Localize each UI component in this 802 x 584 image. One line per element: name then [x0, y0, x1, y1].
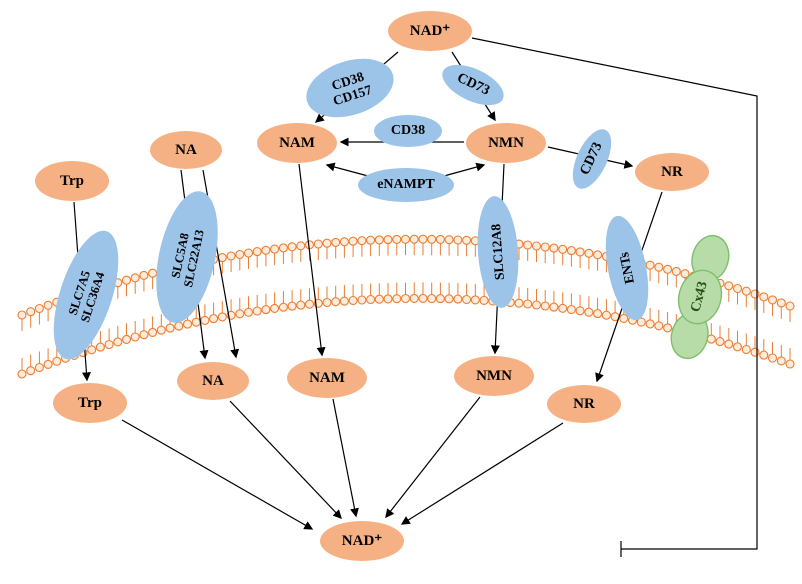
node-na-intracellular: NA: [177, 362, 249, 400]
node-label: NAD⁺: [341, 532, 383, 549]
arrow-nam-to-nad: [332, 398, 359, 518]
enzyme-label: CD73: [454, 70, 492, 99]
node-nmn-extracellular: NMN: [466, 123, 546, 163]
node-label: NR: [573, 395, 595, 412]
node-label: NR: [661, 163, 683, 180]
arrow-trp-to-nad: [121, 419, 314, 530]
node-label: NAD⁺: [409, 22, 451, 39]
node-nad-intracellular: NAD⁺: [320, 521, 404, 561]
node-enzyme-cd38: CD38: [374, 115, 442, 147]
arrow-enampt-to-nam: [325, 162, 369, 177]
node-nmn-intracellular: NMN: [454, 356, 534, 396]
enzyme-label: CD38: [390, 123, 426, 139]
arrow-na-to-nad: [229, 400, 342, 519]
node-trp-extracellular: Trp: [35, 161, 109, 201]
connexin-shape: [670, 234, 730, 360]
node-label: NAM: [309, 369, 345, 386]
node-label: NA: [202, 372, 224, 389]
nad-feedback-line: [471, 37, 758, 550]
node-label: NMN: [488, 134, 524, 151]
node-nam-intracellular: NAM: [287, 358, 367, 398]
node-label: NA: [175, 141, 197, 158]
transporter-label: SLC12A8: [488, 223, 508, 281]
node-label: NMN: [476, 367, 512, 384]
enzyme-label: eNAMPT: [377, 177, 435, 193]
arrow-enampt-to-nmn: [443, 162, 486, 177]
node-nam-extracellular: NAM: [257, 123, 337, 163]
node-label: NAM: [279, 134, 315, 151]
node-nad-extracellular: NAD⁺: [388, 11, 472, 51]
transporter-label: ENTs: [616, 250, 638, 286]
node-enzyme-enampt: eNAMPT: [358, 168, 454, 202]
node-label: Trp: [78, 394, 102, 411]
node-channel-cx43: Cx43: [654, 226, 746, 367]
node-na-extracellular: NA: [150, 131, 222, 169]
node-nr-intracellular: NR: [547, 385, 621, 423]
arrow-nam-influx: [298, 163, 326, 357]
node-label: Trp: [60, 172, 84, 189]
node-nr-extracellular: NR: [635, 153, 709, 191]
arrow-nr-to-nad: [400, 422, 564, 525]
arrow-nmn-to-nad: [385, 396, 481, 519]
reaction-arrows: [73, 37, 758, 557]
node-trp-intracellular: Trp: [53, 383, 127, 423]
